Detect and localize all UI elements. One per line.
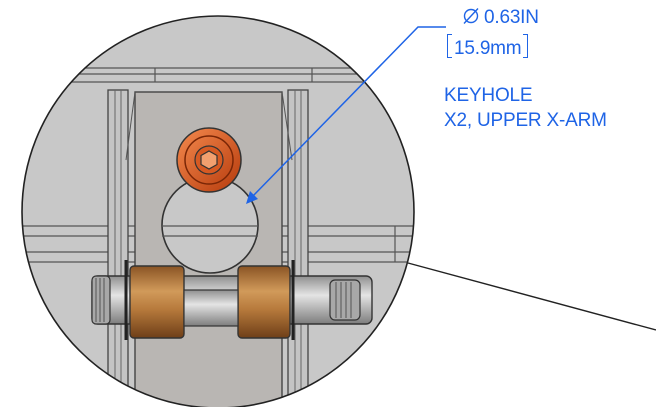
left-bracket xyxy=(447,34,452,58)
socket-bolt xyxy=(176,127,242,193)
left-spacer xyxy=(129,265,185,339)
diameter-symbol-icon xyxy=(463,8,479,24)
feature-name: KEYHOLE xyxy=(444,85,533,106)
right-bracket xyxy=(523,34,529,58)
detail-circle-border xyxy=(21,15,415,407)
quantity-location: X2, UPPER X-ARM xyxy=(444,110,607,131)
right-side-plate xyxy=(287,89,309,407)
diameter-value: 0.63IN xyxy=(484,7,539,28)
left-side-plate xyxy=(107,89,129,407)
pin-assembly xyxy=(91,260,373,340)
right-spacer xyxy=(237,265,291,339)
diameter-callout: 0.63IN xyxy=(462,6,539,30)
callout-leader-arrow xyxy=(246,26,446,204)
metric-callout: 15.9mm xyxy=(447,34,529,61)
metric-value: 15.9mm xyxy=(454,38,522,59)
detail-leader-line xyxy=(407,262,656,331)
